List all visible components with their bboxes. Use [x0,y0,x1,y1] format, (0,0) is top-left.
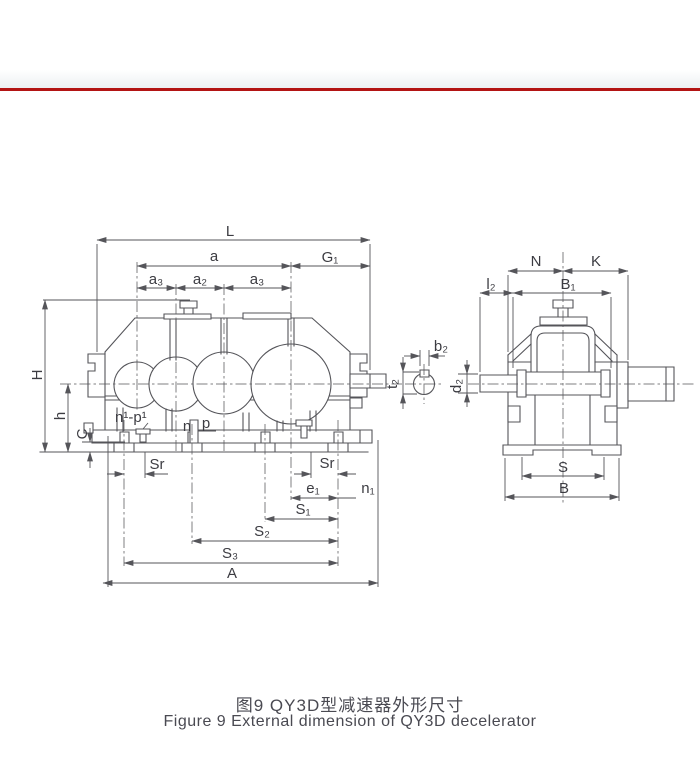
figure-caption-chinese: 图9 QY3D型减速器外形尺寸 [235,696,465,715]
dim-label-h: h [52,412,69,420]
dim-label-L: L [226,223,234,240]
dim-label-C: C [74,428,91,439]
dim-label-S1: S₁ [295,501,310,518]
dim-label-n1: n₁ [361,480,374,497]
dim-label-b2: b₂ [434,338,448,355]
front-view [40,262,402,566]
dim-label-a3-right: a₃ [250,271,264,288]
dim-label-K: K [591,253,601,270]
dim-label-t2: t₂ [384,379,401,389]
dim-label-l2: l₂ [486,276,495,293]
dim-label-p: p [202,415,210,432]
dim-label-a2: a₂ [193,271,207,288]
dim-label-A: A [227,565,237,582]
dim-label-B1: B₁ [560,276,575,293]
dim-label-a: a [210,248,219,265]
figure-caption-english: Figure 9 External dimension of QY3D dece… [163,713,537,730]
shaft-keyway-section: b₂ t₂ [384,338,448,409]
end-view-dimensions: N K l₂ B₁ S B d₂ [448,253,629,501]
front-view-dimensions: L a G₁ a₃ a₂ a₃ H h C n¹-p¹ n p Sr [29,223,379,587]
header-fade [0,70,700,88]
dim-label-H: H [29,370,46,381]
dim-label-a3-left: a₃ [149,271,163,288]
dim-label-S2: S₂ [254,523,270,540]
dim-label-n1p1: n¹-p¹ [115,409,147,426]
dim-label-n: n [183,418,191,435]
red-divider-rule [0,88,700,91]
dim-label-Sr-left: Sr [150,456,165,473]
dim-label-Sr-right: Sr [320,455,335,472]
dim-label-N: N [531,253,542,270]
dim-label-e1: e₁ [306,480,319,497]
dim-label-S3: S₃ [222,545,238,562]
dim-label-G1: G₁ [322,249,339,266]
dim-label-S: S [558,459,568,476]
dim-label-B: B [559,480,569,497]
dim-label-d2: d₂ [448,379,465,393]
end-view [468,252,695,505]
